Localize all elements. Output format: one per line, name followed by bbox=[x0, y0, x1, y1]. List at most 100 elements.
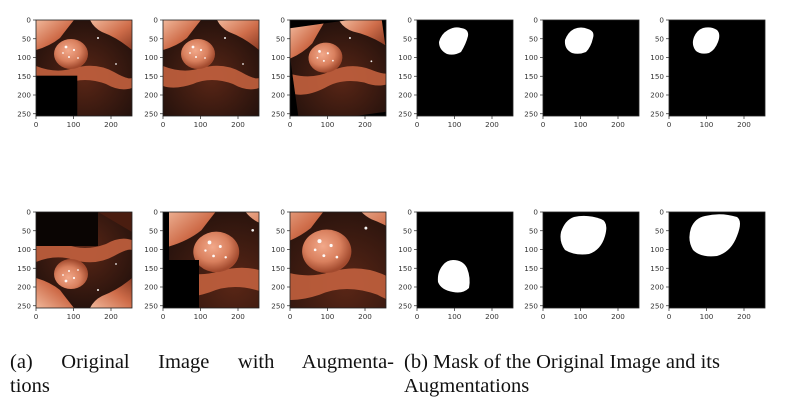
y-tick-label: 150 bbox=[17, 72, 31, 81]
y-tick-label: 100 bbox=[398, 245, 412, 254]
x-tick-label: 200 bbox=[611, 312, 625, 321]
y-tick-label: 50 bbox=[22, 226, 32, 235]
axes-frame bbox=[289, 19, 387, 117]
x-tick-label: 0 bbox=[161, 120, 166, 129]
y-tick-label: 50 bbox=[655, 226, 665, 235]
x-tick-label: 200 bbox=[358, 312, 372, 321]
y-tick-label: 100 bbox=[524, 53, 538, 62]
y-tick-label: 250 bbox=[144, 301, 158, 310]
y-tick-label: 250 bbox=[524, 109, 538, 118]
y-tick-label: 150 bbox=[524, 72, 538, 81]
y-tick-label: 50 bbox=[403, 226, 413, 235]
y-tick-label: 250 bbox=[17, 301, 31, 310]
y-tick-label: 0 bbox=[407, 16, 412, 25]
x-tick-label: 0 bbox=[288, 120, 293, 129]
y-tick-label: 200 bbox=[524, 283, 538, 292]
caption-b-line1: (b) Mask of the Original Image and its bbox=[404, 351, 720, 373]
mask-region bbox=[437, 260, 470, 293]
axes-frame bbox=[35, 19, 133, 117]
mask-region bbox=[564, 27, 594, 54]
x-tick-label: 0 bbox=[415, 120, 420, 129]
y-tick-label: 150 bbox=[650, 72, 664, 81]
x-tick-label: 200 bbox=[737, 120, 751, 129]
caption-b: (b) Mask of the Original Image and its A… bbox=[404, 350, 796, 398]
y-tick-label: 200 bbox=[650, 91, 664, 100]
x-tick-label: 100 bbox=[194, 120, 208, 129]
x-tick-label: 200 bbox=[485, 120, 499, 129]
y-tick-label: 0 bbox=[153, 16, 158, 25]
caption-a-line1: (a) Original Image with Augmenta- bbox=[10, 351, 394, 373]
x-tick-label: 0 bbox=[541, 120, 546, 129]
mask-region bbox=[439, 27, 469, 55]
caption-a-line2: tions bbox=[10, 375, 50, 397]
y-tick-label: 100 bbox=[271, 245, 285, 254]
y-tick-label: 250 bbox=[144, 109, 158, 118]
x-tick-label: 200 bbox=[737, 312, 751, 321]
y-tick-label: 150 bbox=[398, 72, 412, 81]
y-tick-label: 150 bbox=[650, 264, 664, 273]
y-tick-label: 0 bbox=[26, 16, 31, 25]
x-tick-label: 100 bbox=[448, 312, 462, 321]
y-tick-label: 50 bbox=[529, 226, 539, 235]
axes-frame bbox=[162, 211, 260, 309]
axes-frame bbox=[668, 211, 766, 309]
y-tick-label: 200 bbox=[144, 283, 158, 292]
x-tick-label: 100 bbox=[448, 120, 462, 129]
y-tick-label: 100 bbox=[271, 53, 285, 62]
y-tick-label: 0 bbox=[659, 208, 664, 217]
x-tick-label: 100 bbox=[700, 120, 714, 129]
caption-a: (a) Original Image with Augmenta- tions bbox=[10, 350, 394, 398]
mask-region bbox=[560, 215, 607, 255]
y-tick-label: 250 bbox=[271, 109, 285, 118]
y-tick-label: 0 bbox=[280, 16, 285, 25]
y-tick-label: 0 bbox=[153, 208, 158, 217]
x-tick-label: 200 bbox=[485, 312, 499, 321]
y-tick-label: 100 bbox=[17, 245, 31, 254]
y-tick-label: 200 bbox=[524, 91, 538, 100]
x-tick-label: 100 bbox=[67, 312, 81, 321]
x-tick-label: 100 bbox=[574, 312, 588, 321]
axes-frame bbox=[289, 211, 387, 309]
y-tick-label: 50 bbox=[529, 34, 539, 43]
mask-region bbox=[692, 27, 720, 54]
mask-region bbox=[689, 214, 740, 257]
y-tick-label: 50 bbox=[149, 226, 159, 235]
x-tick-label: 200 bbox=[104, 120, 118, 129]
y-tick-label: 150 bbox=[524, 264, 538, 273]
y-tick-label: 250 bbox=[271, 301, 285, 310]
y-tick-label: 0 bbox=[533, 208, 538, 217]
y-tick-label: 100 bbox=[144, 245, 158, 254]
y-tick-label: 50 bbox=[149, 34, 159, 43]
axes-frame bbox=[416, 19, 514, 117]
axes-frame bbox=[542, 19, 640, 117]
y-tick-label: 150 bbox=[144, 264, 158, 273]
x-tick-label: 200 bbox=[104, 312, 118, 321]
axes-frame bbox=[35, 211, 133, 309]
y-tick-label: 150 bbox=[398, 264, 412, 273]
y-tick-label: 200 bbox=[650, 283, 664, 292]
caption-b-line2: Augmentations bbox=[404, 375, 530, 397]
y-tick-label: 0 bbox=[659, 16, 664, 25]
x-tick-label: 0 bbox=[667, 312, 672, 321]
y-tick-label: 150 bbox=[144, 72, 158, 81]
y-tick-label: 100 bbox=[650, 53, 664, 62]
y-tick-label: 250 bbox=[650, 301, 664, 310]
x-tick-label: 0 bbox=[34, 120, 39, 129]
